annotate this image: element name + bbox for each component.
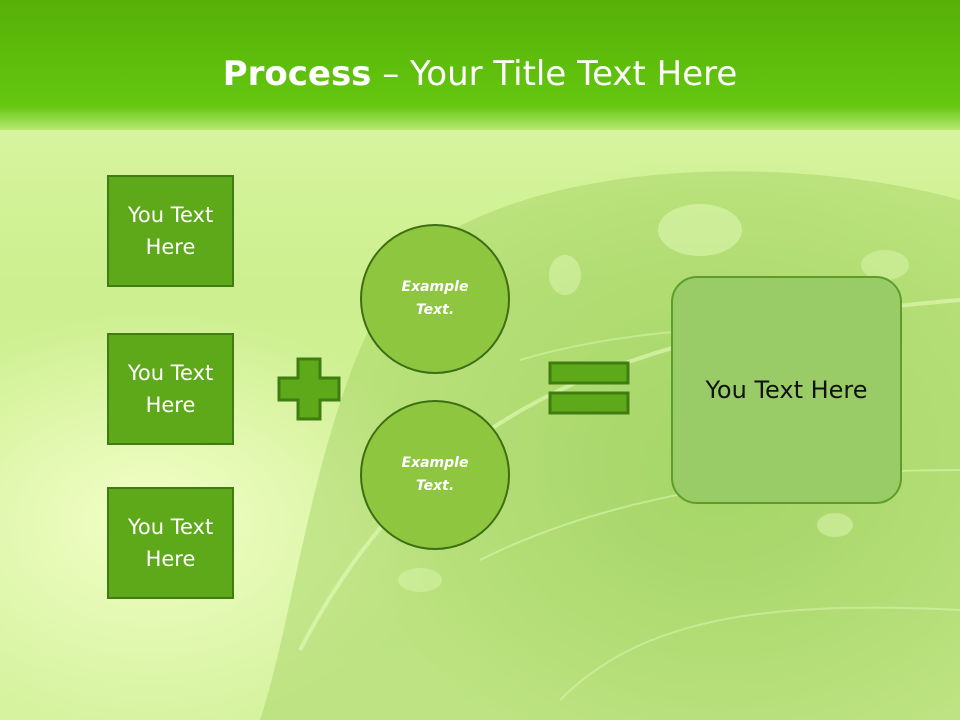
example-circle-1: Example Text.	[360, 224, 510, 374]
input-box-2: You Text Here	[107, 333, 234, 445]
example-circle-2-label: Example Text.	[401, 455, 469, 494]
result-box-label: You Text Here	[705, 376, 868, 404]
example-circle-2: Example Text.	[360, 400, 510, 550]
input-box-1: You Text Here	[107, 175, 234, 287]
plus-icon	[277, 357, 341, 421]
input-box-2-label: You Text Here	[127, 361, 214, 417]
result-box: You Text Here	[671, 276, 902, 504]
example-circle-1-label: Example Text.	[401, 279, 469, 318]
input-box-1-label: You Text Here	[127, 203, 214, 259]
slide-title: Process – Your Title Text Here	[0, 52, 960, 96]
equals-icon	[548, 361, 630, 415]
input-box-3: You Text Here	[107, 487, 234, 599]
title-rest: – Your Title Text Here	[371, 54, 738, 94]
input-box-3-label: You Text Here	[127, 515, 214, 571]
title-bold: Process	[222, 54, 372, 94]
title-bar	[0, 0, 960, 130]
